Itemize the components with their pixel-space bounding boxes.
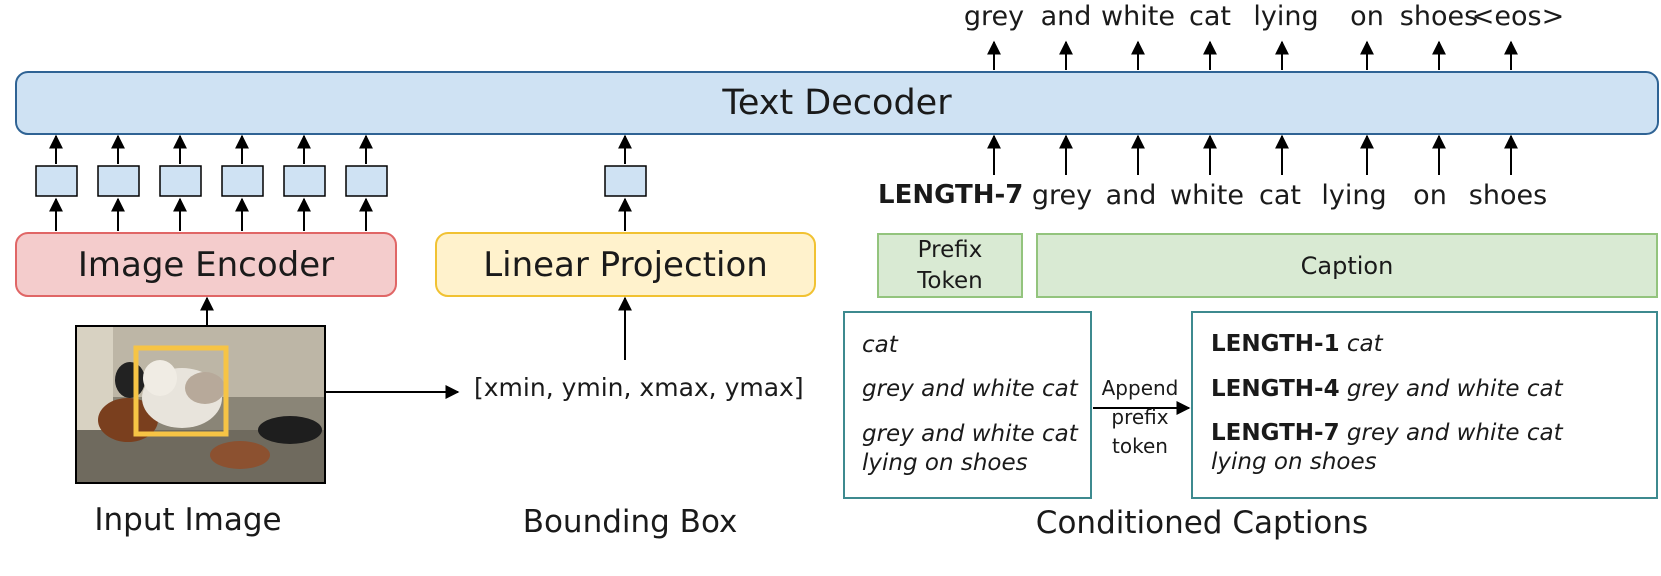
conditioned-captions-label: Conditioned Captions bbox=[1035, 505, 1369, 541]
prefix-token-line-1: Prefix bbox=[917, 236, 983, 263]
image-embedding-6 bbox=[345, 165, 388, 197]
caption-before-1: cat bbox=[862, 332, 898, 358]
caption-before-3b: lying on shoes bbox=[862, 450, 1028, 476]
output-token-7: shoes bbox=[1399, 1, 1479, 32]
output-token-4: cat bbox=[1189, 1, 1231, 32]
caption-after-1: LENGTH-1 cat bbox=[1211, 331, 1383, 357]
input-token-1: grey bbox=[1031, 180, 1093, 211]
bbox-embedding-square bbox=[604, 165, 647, 197]
append-line-2: prefix bbox=[1111, 405, 1169, 429]
length-prefix-token: LENGTH-7 bbox=[878, 180, 1024, 210]
append-prefix-label: Append prefix token bbox=[1094, 374, 1186, 461]
input-image-photo bbox=[75, 325, 326, 484]
caption-box bbox=[1036, 233, 1658, 298]
captions-after-box bbox=[1191, 311, 1658, 499]
prefix-token-line-2: Token bbox=[917, 267, 983, 294]
output-token-6: on bbox=[1350, 1, 1384, 32]
caption-after-2-text: grey and white cat bbox=[1346, 376, 1563, 402]
append-line-1: Append bbox=[1101, 376, 1179, 400]
output-token-8: <eos> bbox=[1471, 1, 1565, 32]
image-encoder-box bbox=[15, 232, 397, 297]
image-embedding-3 bbox=[159, 165, 202, 197]
output-token-1: grey bbox=[963, 1, 1025, 32]
bbox-highlight bbox=[133, 345, 229, 437]
image-embedding-2 bbox=[97, 165, 140, 197]
caption-after-1-text: cat bbox=[1346, 331, 1383, 357]
caption-after-3-prefix: LENGTH-7 bbox=[1211, 420, 1340, 446]
caption-after-3-text: grey and white cat bbox=[1346, 420, 1563, 446]
input-token-5: lying bbox=[1321, 180, 1387, 211]
image-embedding-1 bbox=[35, 165, 78, 197]
input-token-2: and bbox=[1105, 180, 1157, 211]
image-embedding-5 bbox=[283, 165, 326, 197]
caption-after-2: LENGTH-4 grey and white cat bbox=[1211, 376, 1563, 402]
image-encoder-label: Image Encoder bbox=[77, 244, 335, 285]
input-token-7: shoes bbox=[1468, 180, 1548, 211]
linear-projection-box bbox=[435, 232, 816, 297]
caption-before-2: grey and white cat bbox=[862, 376, 1078, 402]
input-image-label: Input Image bbox=[94, 502, 282, 538]
input-token-3: white bbox=[1170, 180, 1244, 211]
prefix-token-label: Prefix Token bbox=[878, 234, 1022, 297]
text-decoder-label: Text Decoder bbox=[722, 83, 952, 123]
linear-projection-label: Linear Projection bbox=[483, 244, 768, 285]
text-decoder-box bbox=[15, 71, 1659, 135]
output-token-2: and bbox=[1040, 1, 1092, 32]
caption-after-2-prefix: LENGTH-4 bbox=[1211, 376, 1340, 402]
caption-after-3: LENGTH-7 grey and white cat bbox=[1211, 420, 1563, 446]
prefix-token-box bbox=[877, 233, 1023, 298]
token-input-arrows bbox=[987, 134, 1518, 175]
caption-after-3-line2: lying on shoes bbox=[1211, 449, 1377, 475]
caption-before-3a: grey and white cat bbox=[862, 421, 1078, 447]
append-line-3: token bbox=[1112, 434, 1168, 458]
bounding-box-label: Bounding Box bbox=[522, 504, 738, 540]
output-token-3: white bbox=[1101, 1, 1175, 32]
caption-label: Caption bbox=[1300, 251, 1394, 280]
token-output-arrows bbox=[987, 40, 1518, 70]
image-embedding-4 bbox=[221, 165, 264, 197]
input-token-4: cat bbox=[1259, 180, 1301, 211]
output-token-5: lying bbox=[1253, 1, 1319, 32]
captions-before-box bbox=[843, 311, 1092, 499]
input-token-6: on bbox=[1413, 180, 1447, 211]
bbox-coords: [xmin, ymin, xmax, ymax] bbox=[474, 373, 804, 402]
image-embedding-squares bbox=[35, 165, 388, 197]
caption-after-1-prefix: LENGTH-1 bbox=[1211, 331, 1340, 357]
